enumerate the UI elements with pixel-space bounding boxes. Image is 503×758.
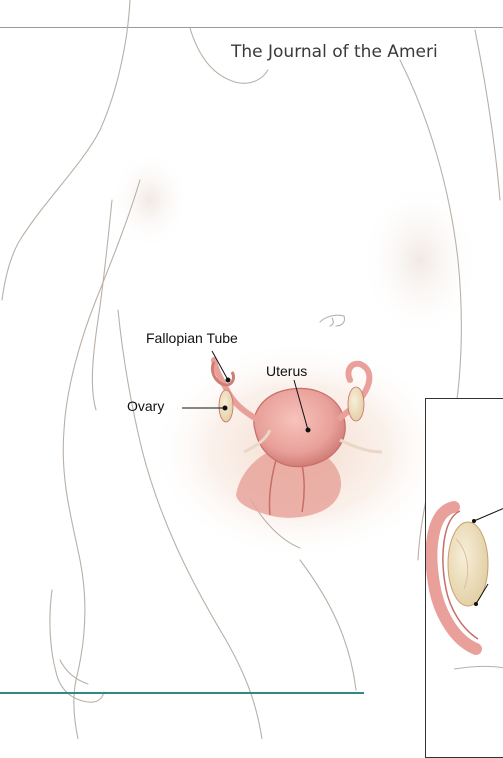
label-uterus: Uterus: [266, 363, 307, 379]
torso-shading-right: [360, 180, 480, 340]
inset-panel: [425, 398, 503, 758]
section-rule: [0, 692, 364, 694]
ovary-pointer: [223, 406, 227, 410]
uterus-pointer: [306, 428, 310, 432]
ovary-right: [348, 387, 364, 421]
fallopian-tube-pointer: [226, 378, 230, 382]
inset-illustration: [426, 399, 503, 758]
torso-shading-left: [110, 150, 190, 250]
label-fallopian-tube: Fallopian Tube: [146, 330, 238, 346]
label-ovary: Ovary: [127, 398, 164, 414]
